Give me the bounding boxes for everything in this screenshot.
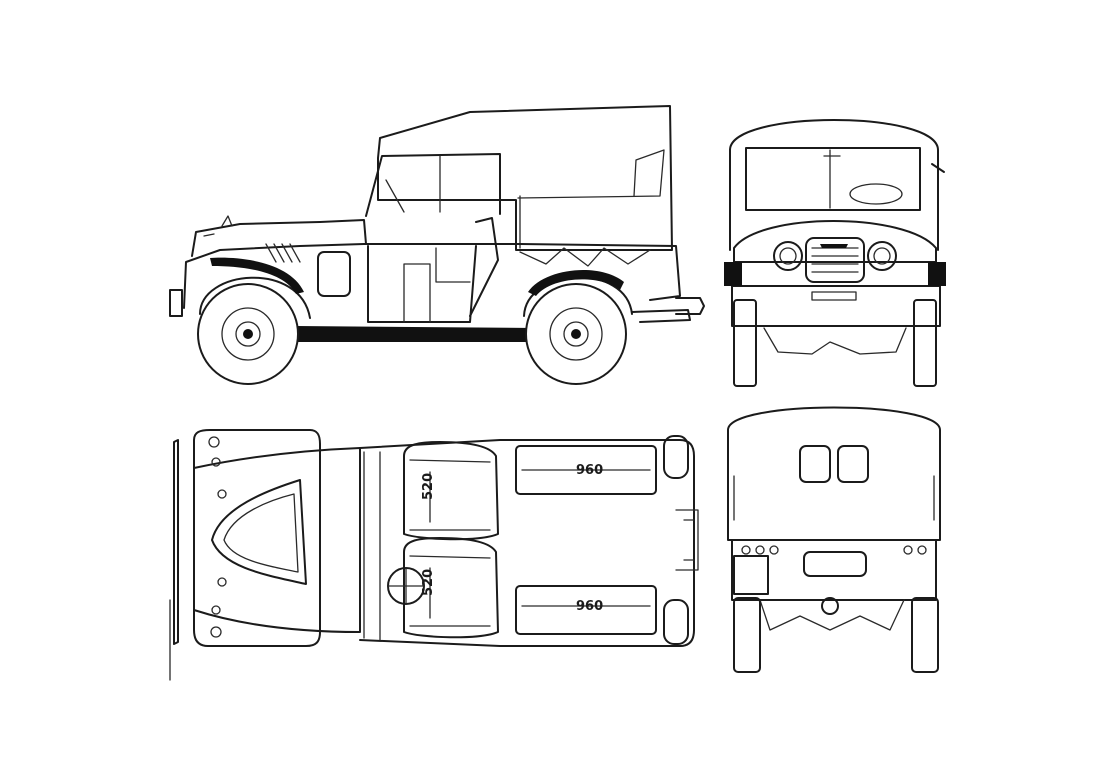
plate <box>803 551 867 577</box>
front-view <box>724 119 946 387</box>
side-view <box>169 105 705 385</box>
top-bench-upper <box>515 445 657 495</box>
canvas-top <box>377 105 673 251</box>
steering-wheel <box>849 183 903 205</box>
rear-wheel <box>525 283 627 385</box>
front-tyre-left <box>733 299 757 387</box>
rear-tyre-right <box>911 597 939 673</box>
front-body <box>733 220 937 263</box>
front-bumper <box>169 289 183 317</box>
front-wheel <box>197 283 299 385</box>
headlight-right <box>867 241 897 271</box>
rear-view <box>727 406 941 673</box>
hood-grille <box>203 215 301 263</box>
top-bumper <box>173 439 179 645</box>
door <box>367 245 477 323</box>
front-tyre-right <box>913 299 937 387</box>
body-line <box>183 243 681 309</box>
rear-tyre-left <box>733 597 761 673</box>
hood <box>191 219 367 257</box>
top-seat-lower <box>403 537 499 639</box>
seat-lower-dim: 520 <box>421 569 436 596</box>
hood-triangle <box>211 479 307 585</box>
bench-bottom-dim: 960 <box>576 599 603 614</box>
front-roof <box>729 119 939 251</box>
top-bench-lower <box>515 585 657 635</box>
top-body <box>359 439 695 647</box>
rear-window-right <box>837 445 869 483</box>
side-panel <box>317 251 351 297</box>
front-windscreen <box>745 147 921 211</box>
windscreen-frame <box>365 153 501 217</box>
chassis <box>296 326 536 342</box>
tow-hook <box>675 297 705 315</box>
rear-axle <box>759 599 905 631</box>
front-grille <box>805 237 865 283</box>
top-rear-wheel-left <box>663 435 689 479</box>
seat-back <box>469 217 499 317</box>
rear-body <box>731 539 937 601</box>
rear-box <box>733 555 769 595</box>
top-rear-wheel-right <box>663 599 689 645</box>
rear-window-left <box>799 445 831 483</box>
canvas-straps <box>519 247 651 267</box>
top-seat-upper <box>403 441 499 541</box>
hood-bolts <box>208 436 227 638</box>
rear-lights <box>741 545 927 555</box>
headlight-left <box>773 241 803 271</box>
bench-top-dim: 960 <box>576 463 603 478</box>
front-view-bumper <box>731 285 941 327</box>
front-fender <box>199 276 311 319</box>
top-steering-wheel <box>387 567 425 605</box>
seat-upper-dim: 520 <box>421 473 436 500</box>
top-view: 520 520 960 960 <box>169 429 699 681</box>
rear-roof <box>727 406 941 541</box>
